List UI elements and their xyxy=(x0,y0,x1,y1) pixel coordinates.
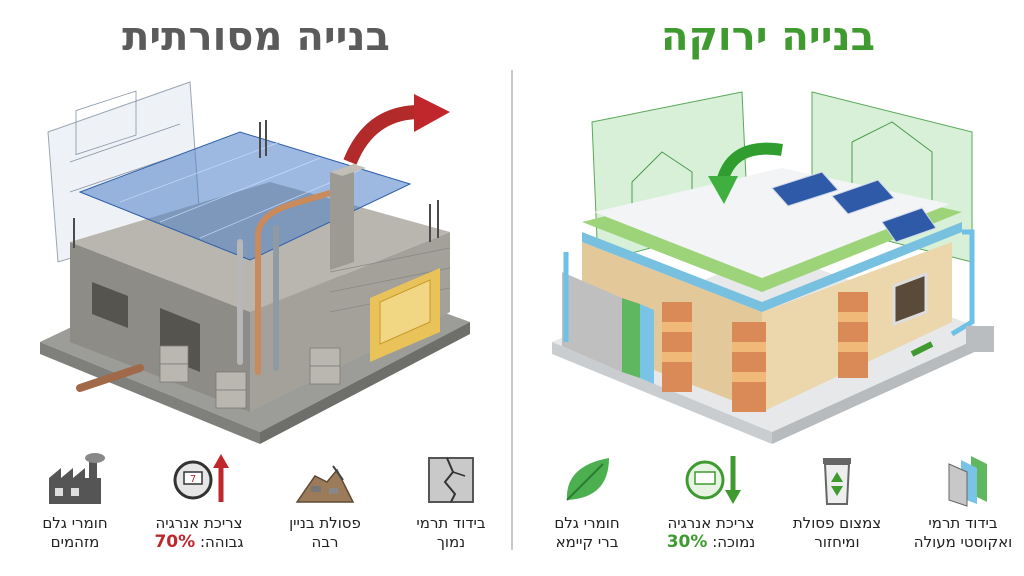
traditional-features: בידוד תרמי נמוך פסולת בניין רבה 7 צריכת … xyxy=(0,450,512,570)
svg-text:7: 7 xyxy=(190,474,196,485)
feature-insulation-excellent: בידוד תרמי ואקוסטי מעולה xyxy=(904,450,1022,570)
feature-raw-materials-sustainable: חומרי גלם ברי קיימא xyxy=(528,450,646,570)
green-title: בנייה ירוקה xyxy=(660,14,875,60)
feature-label-line2: גבוהה: 70% xyxy=(140,533,258,552)
energy-meter-down-icon xyxy=(685,456,741,504)
traditional-panel: בנייה מסורתית xyxy=(0,14,512,570)
feature-label-line2: רבה xyxy=(311,533,339,551)
energy-meter-up-icon: 7 xyxy=(173,454,229,502)
energy-level-text: נמוכה: xyxy=(712,533,756,551)
recycle-bin-icon xyxy=(823,458,851,505)
feature-label-line1: פסולת בניין xyxy=(289,514,361,532)
feature-label-line2: נמוכה: 30% xyxy=(652,533,770,552)
debris-pile-icon xyxy=(295,465,355,503)
traditional-building-illustration xyxy=(40,81,470,444)
cracked-wall-icon xyxy=(428,457,474,503)
green-features: בידוד תרמי ואקוסטי מעולה צמצום פסולת ומי… xyxy=(512,450,1024,570)
energy-percentage: 70% xyxy=(154,532,196,552)
feature-label-line1: חומרי גלם xyxy=(42,514,108,532)
factory-icon xyxy=(49,453,105,504)
floor-plan-overlay xyxy=(78,131,412,261)
feature-label-line2: ואקוסטי מעולה xyxy=(913,533,1013,551)
feature-label-line1: בידוד תרמי xyxy=(416,514,486,532)
energy-level-text: גבוהה: xyxy=(199,533,244,551)
green-building-illustration xyxy=(552,91,994,444)
feature-energy-high: 7 צריכת אנרגיה גבוהה: 70% xyxy=(140,450,258,570)
feature-label-line2: ברי קיימא xyxy=(555,533,619,551)
feature-label-line2: מזהמים xyxy=(50,533,100,551)
leaf-icon xyxy=(566,458,609,501)
feature-raw-materials-polluting: חומרי גלם מזהמים xyxy=(16,450,134,570)
layered-columns xyxy=(662,292,868,412)
insulation-layers-icon xyxy=(948,456,987,507)
traditional-title: בנייה מסורתית xyxy=(122,14,390,60)
energy-percentage: 30% xyxy=(666,532,708,552)
feature-waste-high: פסולת בניין רבה xyxy=(266,450,384,570)
feature-label-line1: בידוד תרמי xyxy=(928,514,998,532)
feature-label-line1: צמצום פסולת xyxy=(792,514,882,532)
feature-label-line2: ומיחזור xyxy=(814,533,860,551)
feature-label-line1: צריכת אנרגיה xyxy=(667,514,755,532)
feature-insulation-low: בידוד תרמי נמוך xyxy=(392,450,510,570)
solar-panels xyxy=(771,171,937,243)
feature-label-line2: נמוך xyxy=(436,533,466,551)
green-panel: בנייה ירוקה xyxy=(512,0,1024,576)
feature-energy-low: צריכת אנרגיה נמוכה: 30% xyxy=(652,450,770,570)
feature-waste-reduction: צמצום פסולת ומיחזור xyxy=(778,450,896,570)
center-divider xyxy=(511,70,513,550)
feature-label-line1: חומרי גלם xyxy=(554,514,620,532)
feature-label-line1: צריכת אנרגיה xyxy=(155,514,243,532)
